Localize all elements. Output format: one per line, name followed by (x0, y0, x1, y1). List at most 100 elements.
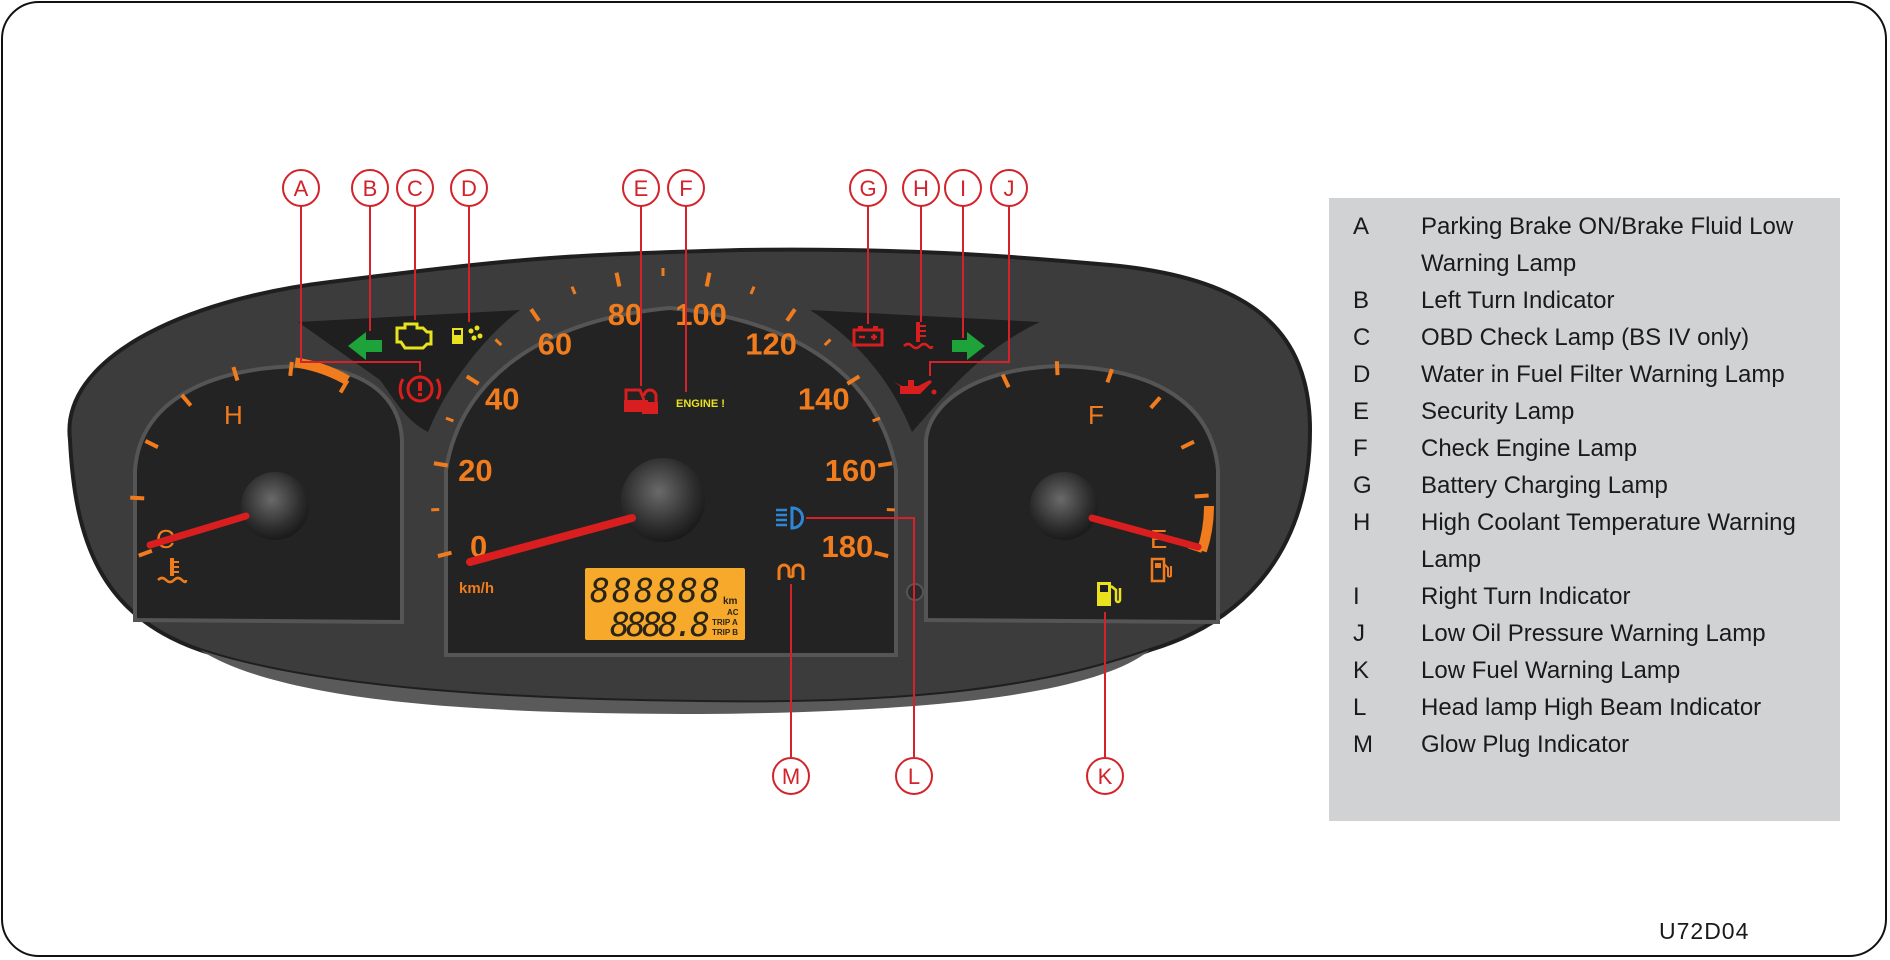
legend-text: High Coolant Temperature Warning Lamp (1421, 509, 1796, 573)
trip-flag-b: TRIP B (712, 628, 738, 637)
gauge-tick (1149, 396, 1162, 410)
callout-circle-i (944, 169, 982, 207)
legend-letter: D (1353, 361, 1371, 388)
legend-letter: K (1353, 657, 1370, 684)
callout-letter-b: B (363, 176, 378, 201)
legend-row-e: E Security Lamp (1329, 393, 1840, 430)
trip-flag-a: TRIP A (712, 618, 738, 627)
speed-label: 160 (825, 453, 877, 488)
legend-letter: A (1353, 213, 1370, 240)
legend-text: Low Oil Pressure Warning Lamp (1421, 620, 1766, 647)
speed-unit-label: km/h (459, 580, 494, 597)
legend-text: Security Lamp (1421, 398, 1575, 425)
speed-tick (433, 461, 449, 468)
gauge-tick (138, 548, 153, 558)
gauge-tick (1054, 361, 1060, 376)
check-engine-text: ENGINE ! (676, 398, 725, 410)
legend-letter: F (1353, 435, 1368, 462)
callout-letter-h: H (913, 176, 929, 201)
gauge-hot-zone (1197, 505, 1214, 553)
fuel-needle (1088, 514, 1202, 551)
legend-letter: C (1353, 324, 1371, 351)
callout-circle-b (351, 169, 389, 207)
speed-tick (445, 416, 454, 423)
fuel-gauge-pump-icon (1150, 557, 1172, 583)
legend-text: Left Turn Indicator (1421, 287, 1615, 314)
callout-letter-j: J (1004, 176, 1015, 201)
speed-label: 180 (821, 529, 873, 564)
legend-letter: B (1353, 287, 1370, 314)
legend-letter: G (1353, 472, 1372, 499)
legend-text: Parking Brake ON/Brake Fluid Low Warning… (1421, 213, 1794, 277)
speedometer-needle (466, 514, 636, 566)
gauge-tick (231, 366, 240, 382)
legend-text: Water in Fuel Filter Warning Lamp (1421, 361, 1785, 388)
legend-text: Check Engine Lamp (1421, 435, 1638, 462)
legend-letter: H (1353, 509, 1371, 536)
cluster-lower-lip (200, 650, 1150, 714)
temperature-hot-label: H (224, 400, 243, 430)
legend-letter: J (1353, 620, 1365, 647)
speed-label: 140 (798, 382, 850, 417)
obd-engine-icon (395, 322, 433, 350)
speed-tick (704, 272, 712, 287)
legend-row-i: I Right Turn Indicator (1329, 578, 1840, 615)
callout-circle-d (450, 169, 488, 207)
high-beam-icon (776, 506, 804, 530)
callout-circle-f (667, 169, 705, 207)
callout-leader-lines (300, 201, 1106, 757)
trip-value: 8888.8 (610, 605, 710, 644)
callout-letter-f: F (679, 176, 692, 201)
speed-tick (570, 286, 577, 295)
fuel-full-label: F (1088, 400, 1104, 430)
legend-row-f: F Check Engine Lamp (1329, 430, 1840, 467)
speed-label: 80 (608, 297, 642, 332)
speed-label: 100 (675, 297, 727, 332)
legend-letter: I (1353, 583, 1360, 610)
temperature-hub (241, 472, 309, 540)
callout-circle-c (396, 169, 434, 207)
speed-tick (872, 416, 881, 423)
callout-letter-c: C (407, 176, 423, 201)
gauge-tick (130, 495, 145, 501)
callout-letter-i: I (960, 176, 966, 201)
reference-code: U72D04 (1659, 918, 1750, 944)
callout-letter-k: K (1098, 764, 1113, 789)
security-lock-icon (624, 388, 658, 414)
legend-letter: L (1353, 694, 1367, 721)
legend-row-j: J Low Oil Pressure Warning Lamp (1329, 615, 1840, 652)
odometer-unit: km (723, 596, 738, 607)
speed-label: 40 (485, 382, 519, 417)
speed-tick (877, 461, 893, 468)
speed-tick (749, 286, 756, 295)
right-turn-arrow-icon (952, 332, 985, 360)
callout-circle-h (902, 169, 940, 207)
parking-brake-icon (398, 375, 442, 403)
legend-row-d: D Water in Fuel Filter Warning Lamp (1329, 356, 1840, 393)
oil-pressure-icon (894, 380, 937, 395)
legend-panel: A Parking Brake ON/Brake Fluid Low Warnin… (1329, 198, 1840, 821)
legend-text: Right Turn Indicator (1421, 583, 1631, 610)
legend-row-b: B Left Turn Indicator (1329, 282, 1840, 319)
water-in-fuel-icon (452, 325, 483, 344)
speedometer-hub (621, 458, 705, 542)
legend-text: OBD Check Lamp (BS IV only) (1421, 324, 1750, 351)
speed-label: 20 (458, 453, 492, 488)
legend-row-a: A Parking Brake ON/Brake Fluid Low Warnin… (1329, 208, 1840, 282)
gauge-tick (288, 361, 294, 377)
callout-circle-m (772, 757, 810, 795)
callout-letter-g: G (859, 176, 876, 201)
gauge-tick (1180, 439, 1195, 450)
legend-letter: E (1353, 398, 1370, 425)
speed-tick (437, 550, 452, 559)
gauge-tick (1105, 368, 1114, 384)
callout-circle-e (622, 169, 660, 207)
callout-circle-a (282, 169, 320, 207)
legend-row-c: C OBD Check Lamp (BS IV only) (1329, 319, 1840, 356)
speed-tick (529, 308, 541, 322)
odometer-lcd (585, 568, 745, 640)
